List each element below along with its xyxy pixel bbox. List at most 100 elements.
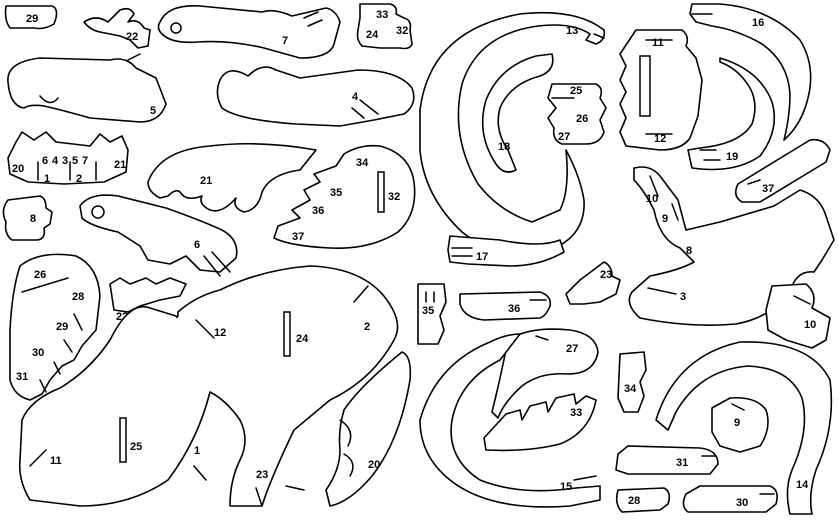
label-1b: 1 [194, 445, 200, 457]
label-33: 33 [376, 9, 388, 21]
label-32: 32 [396, 25, 408, 37]
part-16: 16 [689, 3, 812, 141]
label-1: 1 [44, 173, 50, 185]
label-12: 12 [654, 133, 666, 145]
label-31: 31 [16, 371, 28, 383]
label-16: 16 [752, 17, 764, 29]
label-24: 24 [366, 29, 379, 41]
part-26-31: 26 28 29 30 31 [9, 253, 101, 401]
label-29b: 29 [56, 321, 68, 333]
part-10-right: 10 [765, 283, 831, 349]
part-5: 5 [7, 53, 167, 123]
part-25-26-27: 25 26 27 [547, 83, 607, 145]
part-4: 4 [216, 66, 415, 127]
label-23: 23 [600, 269, 612, 281]
label-3: 3 [62, 155, 68, 167]
label-37b: 37 [762, 183, 774, 195]
label-22: 22 [126, 31, 138, 43]
label-8: 8 [30, 213, 36, 225]
part-30-bar: 30 [682, 485, 778, 513]
part-22-top: 22 [83, 7, 151, 49]
label-30b: 30 [736, 497, 748, 509]
label-26b: 26 [34, 269, 46, 281]
label-21-wing: 21 [200, 175, 212, 187]
label-9: 9 [662, 213, 668, 225]
part-28-bar: 28 [615, 487, 671, 513]
part-18: 18 [481, 53, 554, 173]
label-17: 17 [476, 251, 488, 263]
label-20b: 20 [368, 459, 380, 471]
label-11b: 11 [50, 455, 62, 467]
label-30: 30 [32, 347, 44, 359]
label-11: 11 [652, 37, 664, 49]
part-17: 17 [447, 235, 565, 267]
part-27: 27 [491, 328, 599, 419]
label-23b: 23 [256, 469, 268, 481]
label-26: 26 [576, 113, 588, 125]
label-29: 29 [26, 13, 38, 25]
label-35: 35 [330, 187, 342, 199]
part-15: 15 [419, 333, 601, 508]
label-36b: 36 [508, 303, 520, 315]
label-18: 18 [498, 141, 510, 153]
part-34: 34 [617, 351, 647, 413]
label-8b: 8 [686, 245, 692, 257]
label-31b: 31 [676, 457, 688, 469]
label-13: 13 [566, 25, 578, 37]
label-4b: 4 [52, 155, 59, 167]
part-body: 12 24 2 11 25 1 23 [18, 265, 399, 507]
label-36: 36 [312, 205, 324, 217]
part-8-small: 8 [2, 195, 53, 241]
label-6-part: 6 [194, 239, 200, 251]
label-5b: 5 [72, 155, 78, 167]
part-23: 23 [565, 261, 621, 305]
label-34b: 34 [624, 383, 637, 395]
label-37: 37 [292, 231, 304, 243]
label-2: 2 [76, 173, 82, 185]
label-7b: 7 [82, 155, 88, 167]
label-10b: 10 [804, 319, 816, 331]
label-10: 10 [646, 193, 658, 205]
label-9b: 9 [734, 417, 740, 429]
label-25b: 25 [130, 441, 142, 453]
label-6: 6 [42, 155, 48, 167]
part-35: 35 [417, 283, 447, 345]
label-24b: 24 [296, 333, 309, 345]
label-5: 5 [150, 105, 156, 117]
label-28b: 28 [628, 495, 640, 507]
part-29: 29 [4, 5, 58, 30]
part-14: 14 [655, 341, 833, 515]
part-37-rod: 37 [734, 138, 831, 203]
label-32b: 32 [388, 191, 400, 203]
part-11-12: 11 12 [619, 29, 703, 151]
label-35b: 35 [422, 305, 434, 317]
label-27: 27 [558, 131, 570, 143]
label-4: 4 [352, 91, 359, 103]
part-36: 36 [459, 291, 552, 321]
label-7: 7 [282, 35, 288, 47]
part-64357-bar: 6 4 3 5 7 20 1 2 21 [7, 131, 129, 185]
label-14: 14 [796, 479, 809, 491]
label-3-part: 3 [680, 291, 686, 303]
part-9-inner: 9 [711, 396, 769, 453]
label-34: 34 [356, 157, 369, 169]
label-12b: 12 [214, 327, 226, 339]
part-33-24-32: 33 24 32 [356, 3, 413, 50]
label-27b: 27 [566, 343, 578, 355]
part-20-leaf: 20 [325, 351, 412, 507]
part-32-comb: 34 35 36 37 32 [273, 144, 416, 249]
label-33b: 33 [570, 407, 582, 419]
part-31-bar: 31 [615, 445, 719, 475]
label-15: 15 [560, 481, 572, 493]
part-7: 7 [157, 5, 341, 59]
part-6: 6 [79, 194, 238, 277]
part-21-wing: 21 [147, 142, 317, 213]
label-20: 20 [12, 163, 24, 175]
label-28: 28 [72, 291, 84, 303]
label-19: 19 [726, 151, 738, 163]
label-25: 25 [570, 85, 582, 97]
part-33-comb: 33 [483, 393, 597, 452]
part-19: 19 [687, 57, 776, 171]
